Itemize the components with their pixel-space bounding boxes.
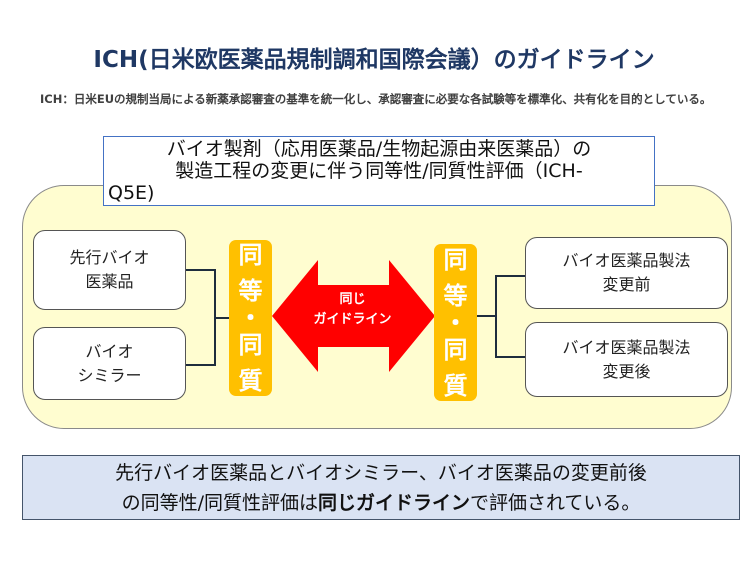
arrow-label: 同じ ガイドライン [272,290,433,330]
bar-char: 質 [443,371,468,400]
subtitle: ICH：日米EUの規制当局による新薬承認審査の基準を統一化し、承認審査に必要な各… [40,92,712,106]
box-text: バイオ医薬品製法 [562,337,691,357]
box-text: バイオ [85,341,134,361]
guideline-line-3: Q5E) [108,182,155,204]
bar-char: 同 [238,241,263,269]
left-connector [186,269,216,366]
box-text: シミラー [77,365,142,385]
bar-char: 同 [443,245,468,274]
bar-char: 等 [238,277,263,305]
guideline-line-1: バイオ製剤（応用医薬品/生物起源由来医薬品）の [166,138,592,160]
conclusion-text: の同等性/同質性評価は [121,492,318,514]
box-text: 先行バイオ [69,248,150,267]
conclusion-line-1: 先行バイオ医薬品とバイオシミラー、バイオ医薬品の変更前後 [115,462,647,484]
right-connector [495,275,525,358]
conclusion-line-2: の同等性/同質性評価は同じガイドラインで評価されている。 [23,488,739,518]
conclusion-box: 先行バイオ医薬品とバイオシミラー、バイオ医薬品の変更前後 の同等性/同質性評価は… [22,455,740,520]
double-arrow [272,260,435,372]
bar-char: 等 [443,281,468,310]
bar-char: 同 [443,335,468,364]
bar-char: 質 [238,367,263,395]
box-text: 変更前 [602,275,651,294]
equivalence-bar-left: 同等・同質 [229,240,272,396]
before-change-box: バイオ医薬品製法変更前 [525,237,728,309]
equivalence-bar-right: 同等・同質 [434,244,477,401]
box-text: 医薬品 [85,272,134,291]
bar-char: ・ [443,308,468,337]
guideline-line-2: 製造工程の変更に伴う同等性/同質性評価（ICH- [175,160,583,182]
originator-biologic-box: 先行バイオ医薬品 [33,230,186,310]
biosimilar-box: バイオシミラー [33,327,186,400]
guideline-title-box: バイオ製剤（応用医薬品/生物起源由来医薬品）の 製造工程の変更に伴う同等性/同質… [103,136,655,206]
conclusion-text: で評価されている。 [469,492,641,514]
arrow-label-line-1: 同じ [339,292,366,307]
page-title: ICH(日米欧医薬品規制調和国際会議）のガイドライン [93,47,655,73]
box-text: 変更後 [602,361,651,381]
box-text: バイオ医薬品製法 [562,251,691,270]
arrow-label-line-2: ガイドライン [313,312,392,327]
bar-char: 同 [238,331,263,359]
bar-char: ・ [238,304,263,332]
conclusion-emphasis: 同じガイドライン [317,492,470,514]
after-change-box: バイオ医薬品製法変更後 [525,322,728,397]
